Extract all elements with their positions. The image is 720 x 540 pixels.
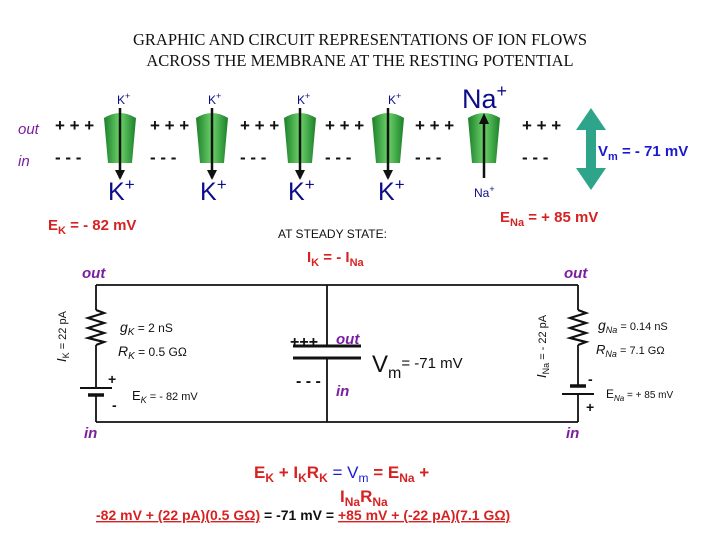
steady-state-label: AT STEADY STATE: (278, 227, 387, 241)
title-line-2: ACROSS THE MEMBRANE AT THE RESTING POTEN… (146, 51, 573, 70)
ik-current-label: IK = 22 pA (54, 310, 71, 362)
resistor-k (83, 308, 108, 347)
membrane-minus-row: - - - - - - - - - - - - - - - - - - (55, 148, 548, 167)
k-channel (104, 108, 136, 180)
rna-label: RNa = 7.1 GΩ (596, 342, 665, 359)
title-line-1: GRAPHIC AND CIRCUIT REPRESENTATIONS OF I… (133, 30, 587, 49)
plus-group: + + + (325, 116, 364, 135)
circuit-wires (95, 284, 579, 423)
resistor-na (565, 308, 590, 347)
ek-label: EK = - 82 mV (48, 217, 136, 237)
minus-group: - - - (240, 148, 266, 167)
k-channel (372, 108, 404, 180)
plus-group: + + + (522, 116, 561, 135)
k-bottom-label: K+ (378, 175, 405, 206)
battery-na (562, 384, 594, 402)
battery-k-minus: - (112, 397, 117, 413)
na-top-label: Na+ (462, 81, 507, 114)
membrane-plus-row: + + + + + + + + + + + + + + + + + + (55, 116, 561, 135)
vm-label: Vm = - 71 mV (598, 143, 688, 163)
battery-k-plus: + (108, 371, 116, 387)
minus-group: - - - (522, 148, 548, 167)
ek-small-label: EK = - 82 mV (132, 388, 198, 405)
ena-label: ENa = + 85 mV (500, 209, 598, 229)
battery-k (80, 387, 112, 404)
minus-group: - - - (55, 148, 81, 167)
capacitor-plus: +++ (290, 334, 318, 351)
k-channel (284, 108, 316, 180)
plus-group: + + + (55, 116, 94, 135)
k-channel (196, 108, 228, 180)
rk-label: RK = 0.5 GΩ (118, 343, 187, 362)
k-bottom-labels: K+ K+ K+ K+ (108, 175, 405, 206)
na-bottom-label: Na+ (474, 184, 495, 200)
vm-double-arrow (576, 108, 606, 190)
membrane-in-label: in (18, 153, 30, 170)
membrane-capacitor (293, 344, 361, 360)
k-top-labels: K+ K+ K+ K+ (117, 91, 401, 107)
battery-na-plus: + (586, 399, 594, 415)
ina-current-label: INa = - 22 pA (534, 314, 551, 378)
k-top-label: K+ (388, 91, 401, 107)
circuit-out-right: out (564, 265, 588, 282)
membrane-out-label: out (18, 121, 40, 138)
k-top-label: K+ (297, 91, 310, 107)
ik-ina-relation: IK = - INa (307, 249, 365, 269)
k-bottom-label: K+ (200, 175, 227, 206)
capacitor-out-label: out (336, 331, 360, 348)
k-top-label: K+ (208, 91, 221, 107)
k-bottom-label: K+ (108, 175, 135, 206)
k-bottom-label: K+ (288, 175, 315, 206)
circuit-in-left: in (84, 425, 97, 442)
minus-group: - - - (150, 148, 176, 167)
circuit-in-right: in (566, 425, 579, 442)
minus-group: - - - (325, 148, 351, 167)
capacitor-minus: - - - (296, 373, 321, 390)
ena-small-label: ENa = + 85 mV (606, 387, 673, 403)
capacitor-in-label: in (336, 383, 349, 400)
minus-group: - - - (415, 148, 441, 167)
vm-big-label: Vm= -71 mV (372, 351, 463, 382)
gk-label: gK = 2 nS (120, 319, 173, 338)
equation-line-1-continued: INaRNa (340, 487, 388, 509)
equation-line-2: -82 mV + (22 pA)(0.5 GΩ) = -71 mV = +85 … (96, 507, 510, 523)
circuit-out-left: out (82, 265, 106, 282)
na-channel (468, 113, 500, 178)
equation-line-1: EK + IKRK = Vm = ENa + (254, 463, 429, 485)
battery-na-minus: - (588, 371, 593, 387)
k-top-label: K+ (117, 91, 130, 107)
gna-label: gNa = 0.14 nS (598, 317, 668, 335)
plus-group: + + + (240, 116, 279, 135)
plus-group: + + + (150, 116, 189, 135)
plus-group: + + + (415, 116, 454, 135)
